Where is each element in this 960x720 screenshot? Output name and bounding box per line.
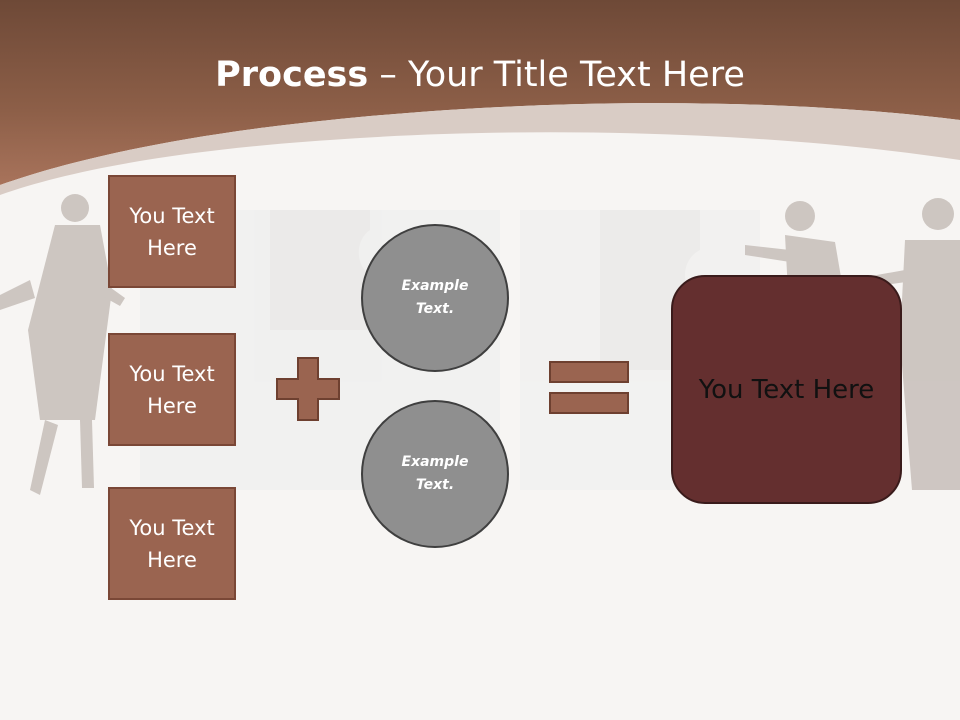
circle-label: Example Text. <box>401 278 469 317</box>
header-band <box>0 0 960 195</box>
circle-label: Example Text. <box>401 454 469 493</box>
result-label: You Text Here <box>698 374 875 405</box>
plus-icon <box>276 357 340 421</box>
text-box-2[interactable]: You Text Here <box>108 333 236 446</box>
page-title: Process – Your Title Text Here <box>0 52 960 98</box>
text-box-3[interactable]: You Text Here <box>108 487 236 600</box>
text-box-label: You Text Here <box>129 515 215 572</box>
text-box-1[interactable]: You Text Here <box>108 175 236 288</box>
text-box-label: You Text Here <box>129 361 215 418</box>
title-bold: Process <box>215 55 369 95</box>
example-circle-1[interactable]: Example Text. <box>361 224 509 372</box>
text-box-label: You Text Here <box>129 203 215 260</box>
title-rest: – Your Title Text Here <box>368 55 745 95</box>
result-box[interactable]: You Text Here <box>671 275 902 504</box>
example-circle-2[interactable]: Example Text. <box>361 400 509 548</box>
equals-icon <box>549 361 629 414</box>
